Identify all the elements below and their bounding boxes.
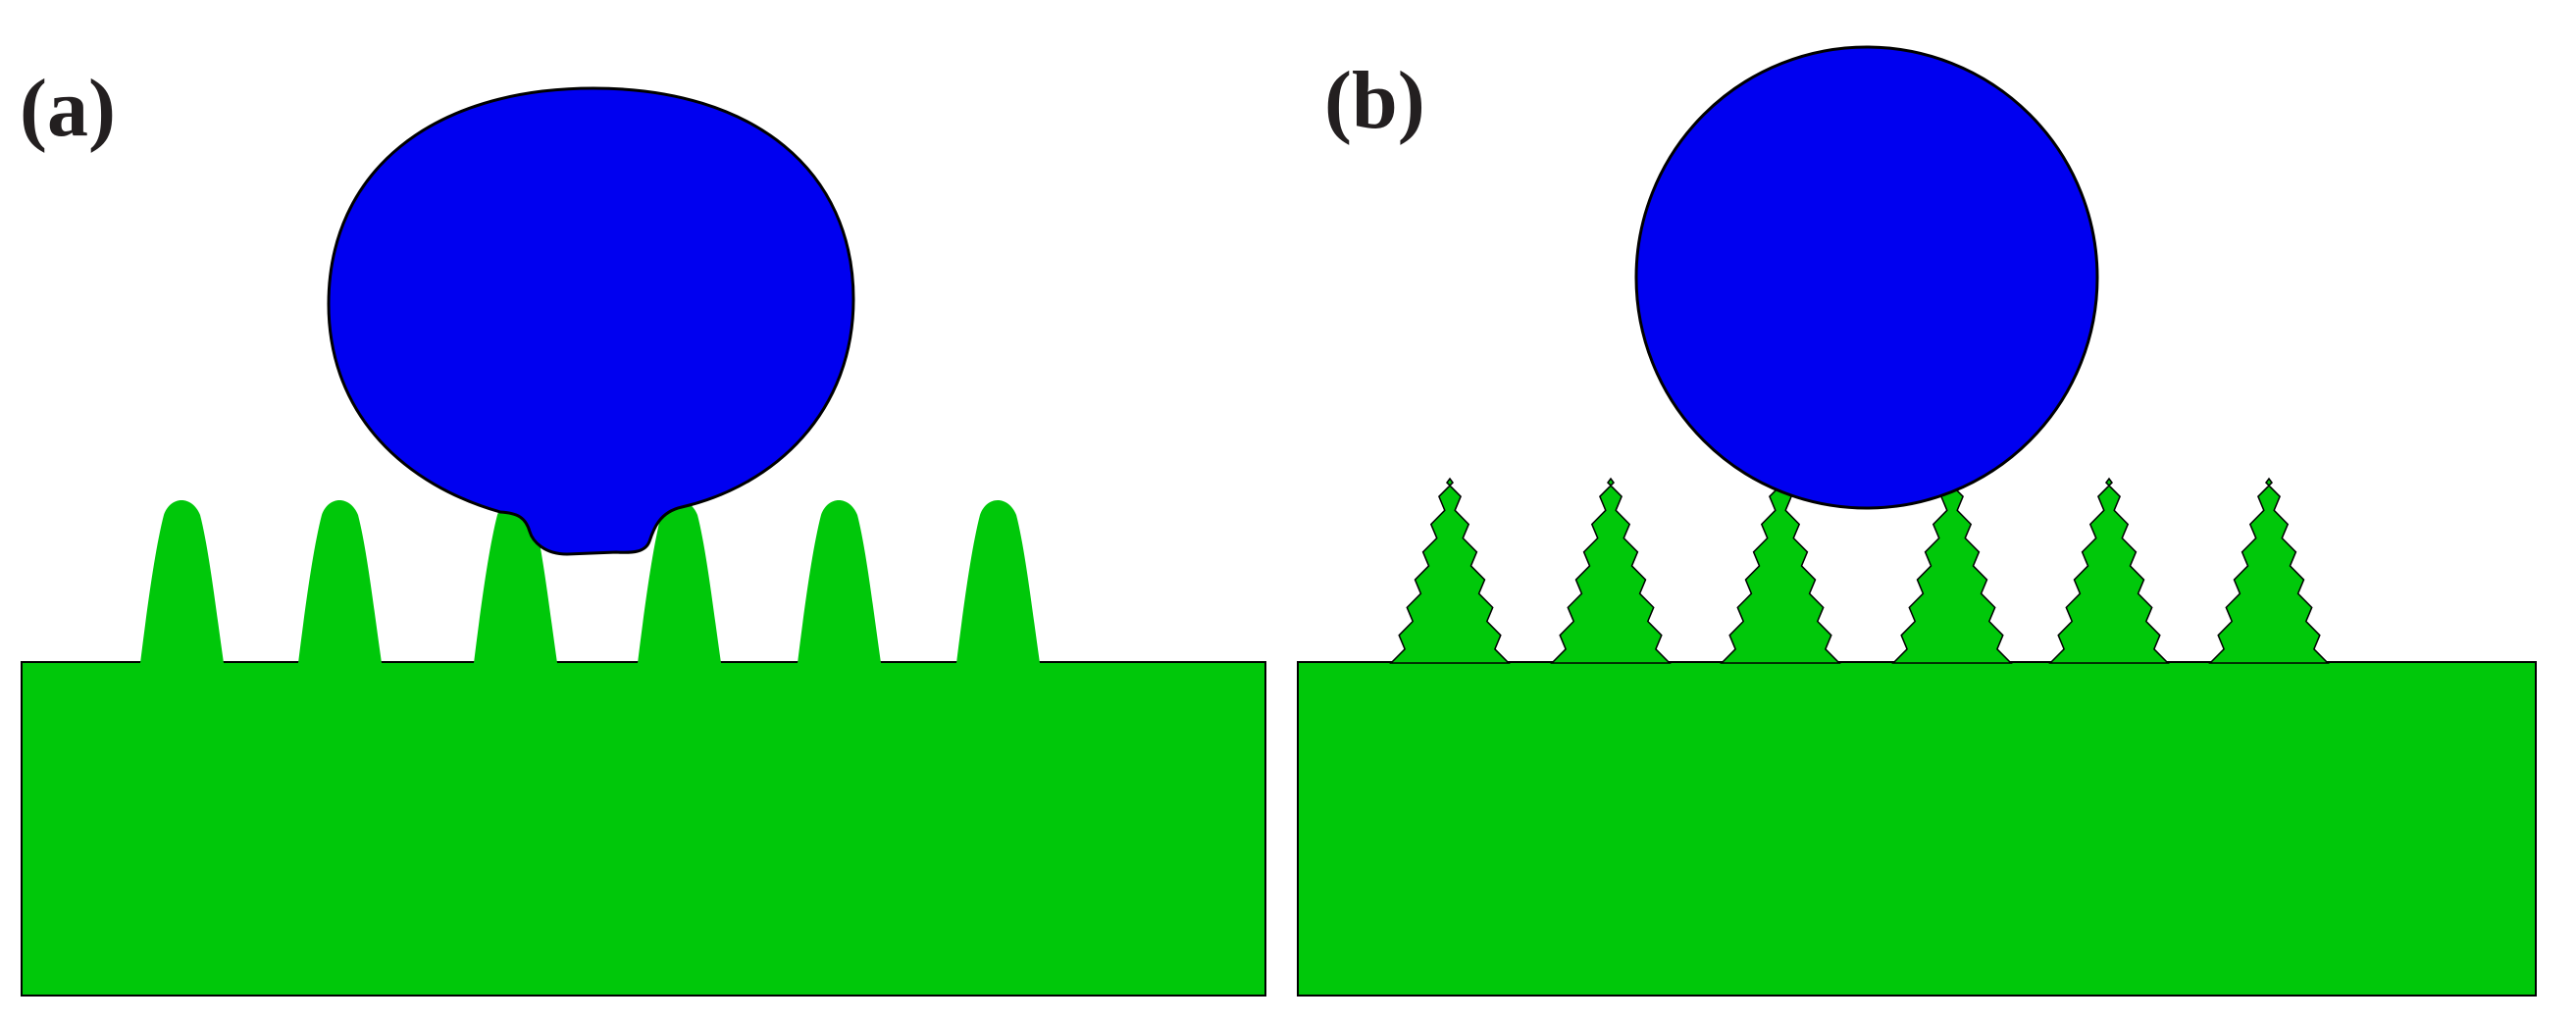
pillar bbox=[140, 500, 224, 663]
serrated-pillar bbox=[2048, 477, 2170, 664]
serrated-pillar bbox=[2208, 477, 2330, 664]
pillar bbox=[956, 500, 1040, 663]
pillar bbox=[798, 500, 881, 663]
panel-a-pillars bbox=[140, 500, 1040, 663]
serrated-pillar bbox=[1720, 477, 1841, 664]
panel-b-pillars bbox=[1389, 477, 2330, 664]
panel-b: (b) bbox=[1297, 45, 2537, 997]
panel-b-label: (b) bbox=[1324, 55, 1425, 146]
panel-b-droplet bbox=[1634, 45, 2099, 510]
panel-b-substrate bbox=[1297, 661, 2537, 997]
panel-a: (a) bbox=[20, 63, 1266, 997]
serrated-pillar bbox=[1891, 477, 2013, 664]
panel-a-label: (a) bbox=[20, 63, 116, 154]
serrated-pillar bbox=[1389, 477, 1511, 664]
serrated-pillar bbox=[1550, 477, 1672, 664]
panel-a-droplet bbox=[327, 86, 855, 556]
pillar bbox=[298, 500, 382, 663]
panel-a-substrate bbox=[21, 661, 1266, 997]
pillar bbox=[638, 500, 721, 663]
